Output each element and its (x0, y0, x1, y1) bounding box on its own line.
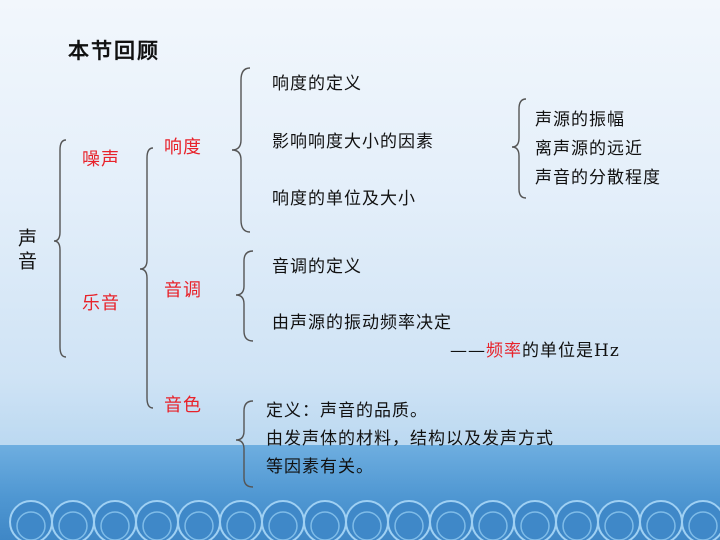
wave-bump (387, 500, 431, 540)
wave-inner-ring (604, 511, 634, 540)
wave-bump (9, 500, 53, 540)
wave-bump (219, 500, 263, 540)
pitch-definition: 音调的定义 (272, 257, 362, 277)
brace-root (53, 139, 67, 358)
wave-bump (135, 500, 179, 540)
loudness-item: 响度的定义 (272, 74, 362, 94)
loudness-factor: 声音的分散程度 (535, 168, 661, 188)
loudness-factor: 离声源的远近 (535, 139, 643, 159)
wave-inner-ring (58, 511, 88, 540)
wave-inner-ring (646, 511, 676, 540)
wave-inner-ring (478, 511, 508, 540)
timbre-line: 由发声体的材料，结构以及发声方式 (266, 429, 554, 449)
loudness-factor: 声源的振幅 (535, 110, 625, 130)
brace-music (139, 147, 154, 409)
wave-inner-ring (142, 511, 172, 540)
loudness-item: 影响响度大小的因素 (272, 132, 434, 152)
pitch-unit-text: 的单位是Hz (522, 341, 620, 361)
wave-inner-ring (100, 511, 130, 540)
wave-bump (513, 500, 557, 540)
timbre-line: 等因素有关。 (266, 457, 374, 477)
wave-bump (177, 500, 221, 540)
wave-bump (261, 500, 305, 540)
node-pitch: 音调 (164, 280, 202, 301)
brace-pitch (235, 250, 254, 342)
wave-bump (471, 500, 515, 540)
node-timbre: 音色 (164, 395, 202, 416)
wave-bump (93, 500, 137, 540)
wave-inner-ring (184, 511, 214, 540)
wave-inner-ring (16, 511, 46, 540)
wave-inner-ring (688, 511, 718, 540)
loudness-item: 响度的单位及大小 (272, 189, 416, 209)
wave-bump (345, 500, 389, 540)
wave-bump (597, 500, 641, 540)
pitch-unit-line: ——频率的单位是Hz (450, 343, 620, 360)
wave-inner-ring (268, 511, 298, 540)
page-title: 本节回顾 (68, 38, 160, 63)
pitch-determined-by: 由声源的振动频率决定 (272, 313, 452, 333)
brace-loudness-factors (511, 98, 527, 199)
wave-row (9, 500, 720, 540)
wave-bump (303, 500, 347, 540)
node-loudness: 响度 (164, 137, 202, 158)
wave-inner-ring (520, 511, 550, 540)
wave-bump (681, 500, 720, 540)
timbre-line: 定义：声音的品质。 (266, 401, 428, 421)
wave-inner-ring (352, 511, 382, 540)
wave-bump (429, 500, 473, 540)
wave-inner-ring (394, 511, 424, 540)
bracket-group (53, 67, 527, 488)
wave-bump (639, 500, 683, 540)
pitch-unit-dash: —— (450, 341, 486, 361)
wave-inner-ring (436, 511, 466, 540)
wave-inner-ring (310, 511, 340, 540)
node-sound: 声音 (15, 228, 37, 274)
pitch-unit-keyword: 频率 (486, 341, 522, 361)
brace-timbre (235, 400, 254, 488)
node-noise: 噪声 (82, 149, 120, 170)
wave-inner-ring (562, 511, 592, 540)
node-music: 乐音 (82, 293, 120, 314)
wave-bump (51, 500, 95, 540)
wave-bump (555, 500, 599, 540)
wave-inner-ring (226, 511, 256, 540)
brace-loudness (231, 67, 251, 233)
